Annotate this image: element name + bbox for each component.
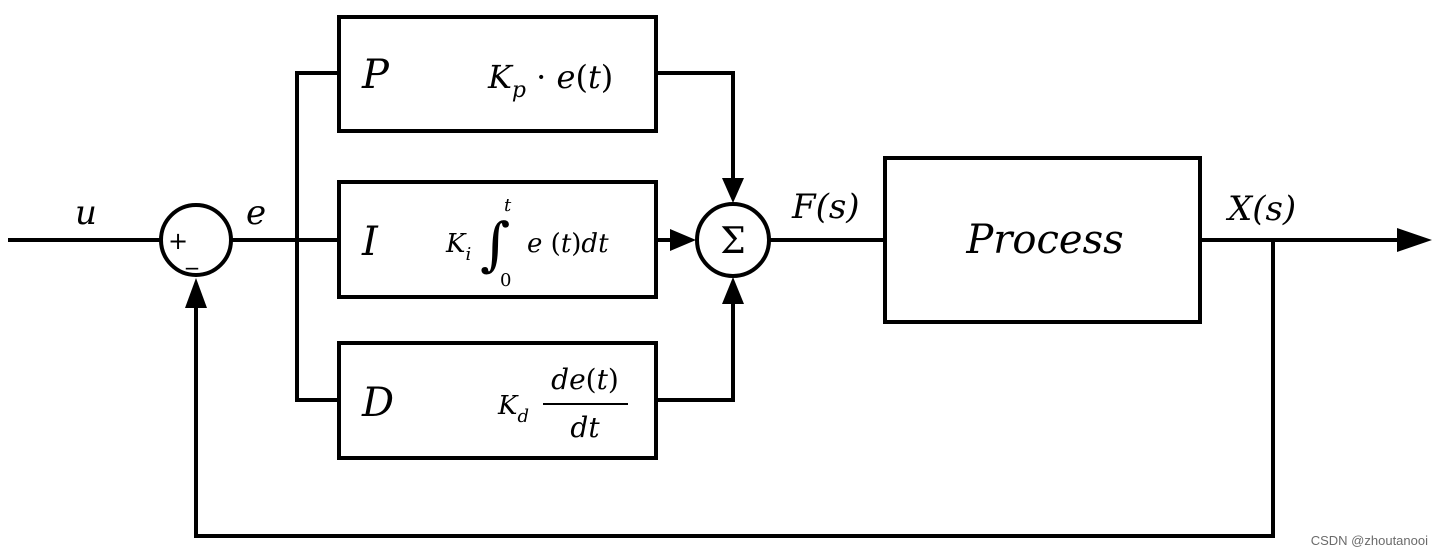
control-signal-label: F(s)	[791, 187, 860, 227]
d-block	[337, 341, 658, 460]
feedback-arrowhead	[185, 278, 207, 308]
d-output-line	[654, 300, 735, 402]
svg-text:dt: dt	[570, 411, 600, 444]
output-signal-label: X(s)	[1225, 189, 1296, 229]
svg-text:t: t	[504, 195, 512, 216]
junction-minus-sign: _	[185, 242, 199, 270]
sum-node	[695, 202, 771, 278]
output-arrowhead	[1397, 228, 1432, 252]
d-block-label: D	[361, 380, 394, 426]
svg-text:Kp · e(t): Kp · e(t)	[487, 58, 613, 103]
p-block-label: P	[361, 52, 390, 98]
svg-text:∫: ∫	[480, 210, 510, 278]
sum-symbol: Σ	[720, 221, 745, 262]
i-arrowhead	[670, 229, 696, 251]
svg-text:0: 0	[500, 270, 511, 291]
feedback-line	[194, 238, 1275, 538]
p-output-line	[654, 71, 735, 182]
error-signal-label: e	[246, 193, 266, 233]
svg-text:de(t): de(t)	[551, 363, 619, 396]
process-block	[883, 156, 1202, 324]
i-block-formula: Ki ∫ t 0 e (t)dt	[445, 195, 609, 291]
error-summing-junction	[159, 203, 233, 277]
p-block	[337, 15, 658, 133]
p-block-formula: Kp · e(t)	[487, 58, 613, 103]
i-block	[337, 180, 658, 299]
d-block-formula: Kd de(t) dt	[497, 363, 628, 444]
d-arrowhead	[722, 277, 744, 304]
p-arrowhead	[722, 178, 744, 203]
junction-plus-sign: +	[168, 227, 188, 255]
watermark-text: CSDN @zhoutanooi	[1311, 533, 1428, 548]
i-block-label: I	[361, 219, 379, 265]
process-block-label: Process	[965, 217, 1123, 263]
svg-text:e (t)dt: e (t)dt	[527, 229, 609, 259]
input-signal-label: u	[75, 193, 97, 233]
